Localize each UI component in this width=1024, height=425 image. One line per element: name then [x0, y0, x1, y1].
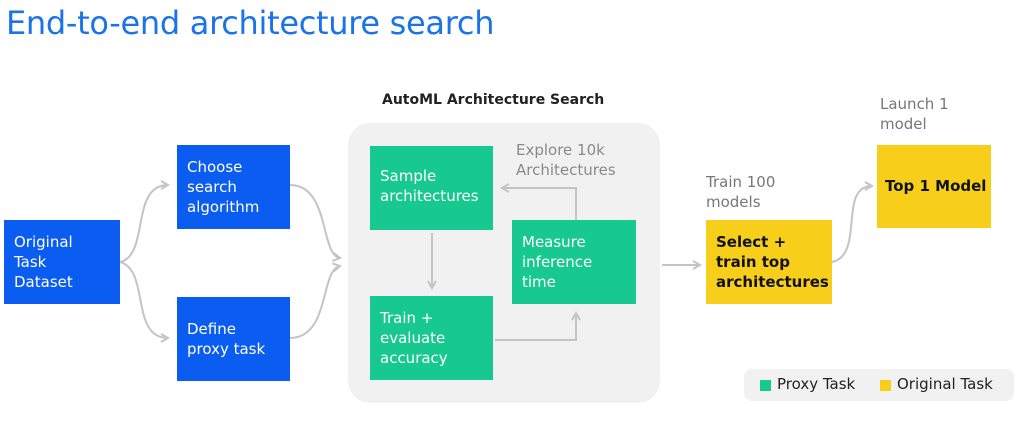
box-line: proxy task — [187, 340, 266, 358]
box-line: architectures — [716, 273, 829, 291]
box-line: accuracy — [380, 349, 448, 367]
arrow-search-to-panel — [289, 184, 340, 258]
box-line: Dataset — [14, 273, 73, 291]
train-100-models-label: Train 100 models — [706, 172, 775, 212]
choose-search-algorithm-box: Choose search algorithm — [177, 145, 290, 229]
box-line: Select + — [716, 233, 787, 251]
select-train-top-box: Select + train top architectures — [706, 220, 832, 304]
launch-1-model-label: Launch 1 model — [880, 94, 949, 134]
box-line: Original — [14, 233, 73, 251]
panel-title: AutoML Architecture Search — [382, 92, 605, 108]
original-task-swatch — [880, 380, 891, 391]
arrow-select-to-top — [831, 186, 872, 263]
sample-architectures-box: Sample architectures — [370, 146, 493, 230]
arrow-train-to-measure — [495, 313, 576, 341]
arrow-proxy-to-panel — [289, 266, 340, 339]
box-line: Define — [187, 320, 236, 338]
explore-architectures-label: Explore 10k Architectures — [516, 140, 616, 180]
box-line: train top — [716, 253, 790, 271]
label-line: models — [706, 193, 761, 211]
box-line: Measure — [522, 233, 586, 251]
label-line: Architectures — [516, 161, 616, 179]
box-line: time — [522, 273, 556, 291]
legend-original-task: Original Task — [897, 375, 993, 393]
box-line: Train + — [380, 309, 434, 327]
arrow-dataset-to-proxy — [119, 261, 168, 338]
arrow-dataset-to-search — [119, 185, 168, 263]
label-line: Train 100 — [706, 173, 776, 191]
box-line: algorithm — [187, 198, 260, 216]
define-proxy-task-box: Define proxy task — [177, 297, 290, 381]
top-1-model-box: Top 1 Model — [877, 145, 991, 228]
proxy-task-swatch — [760, 380, 771, 391]
train-evaluate-accuracy-box: Train + evaluate accuracy — [370, 296, 493, 380]
box-line: Choose — [187, 158, 243, 176]
box-line: evaluate — [380, 329, 446, 347]
page-title: End-to-end architecture search — [6, 4, 495, 42]
legend: Proxy Task Original Task — [744, 369, 1014, 401]
box-line: Top 1 Model — [885, 177, 987, 195]
legend-proxy-task: Proxy Task — [777, 375, 856, 393]
original-task-dataset-box: Original Task Dataset — [4, 220, 120, 304]
box-line: Task — [14, 253, 47, 271]
box-line: search — [187, 178, 237, 196]
box-line: architectures — [380, 187, 479, 205]
box-line: inference — [522, 253, 593, 271]
label-line: Launch 1 — [880, 95, 949, 113]
label-line: model — [880, 115, 927, 133]
box-line: Sample — [380, 167, 437, 185]
label-line: Explore 10k — [516, 141, 605, 159]
measure-inference-time-box: Measure inference time — [512, 220, 636, 304]
arrow-measure-to-sample — [502, 188, 577, 220]
